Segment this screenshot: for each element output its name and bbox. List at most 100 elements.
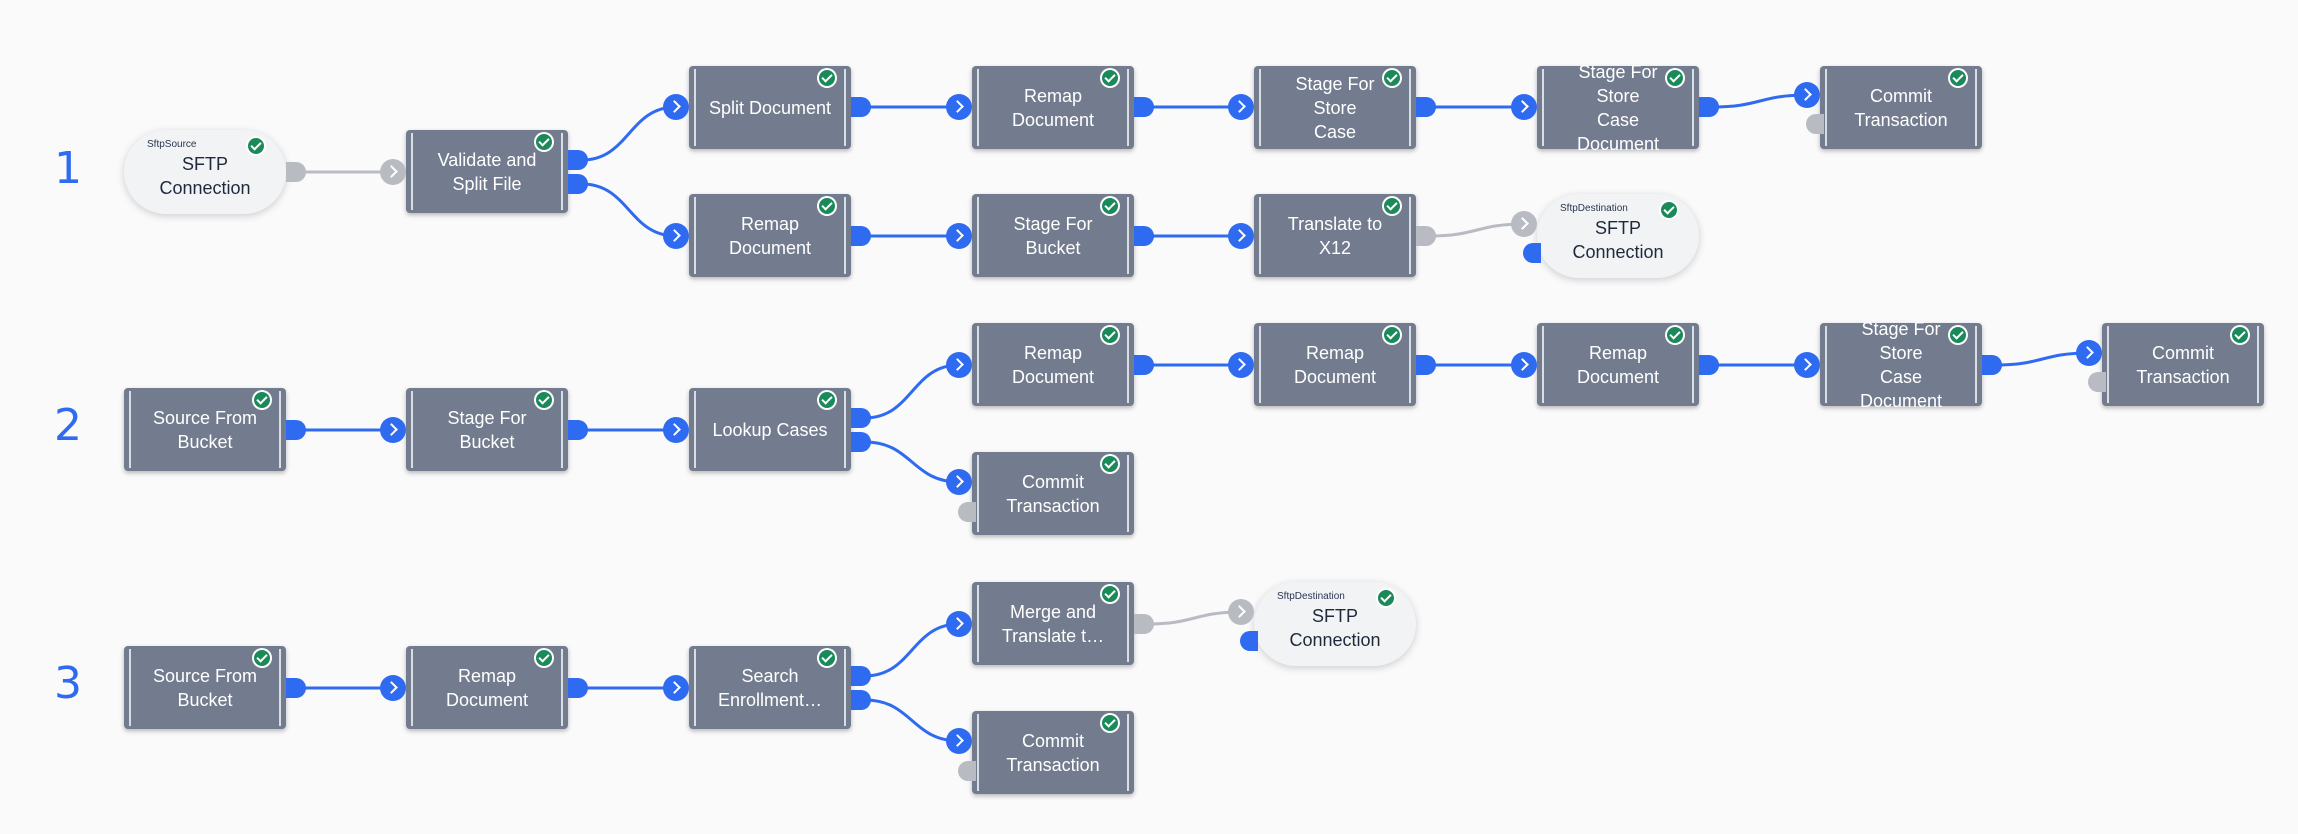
- chevron-right-icon[interactable]: [1511, 211, 1537, 237]
- node-label: Source From Bucket: [152, 407, 258, 452]
- chevron-right-icon[interactable]: [1794, 352, 1820, 378]
- node-remap-document[interactable]: Remap Document: [406, 646, 568, 729]
- node-commit-transaction[interactable]: Commit Transaction: [972, 711, 1134, 794]
- node-label: Remap Document: [728, 213, 812, 258]
- connection-line: [1712, 93, 1808, 109]
- check-circle-icon: [1661, 202, 1677, 218]
- node-stage-for-bucket[interactable]: Stage For Bucket: [406, 388, 568, 471]
- chevron-right-icon[interactable]: [663, 675, 689, 701]
- output-port[interactable]: [286, 162, 306, 182]
- output-port[interactable]: [1416, 355, 1436, 375]
- check-circle-icon: [1102, 70, 1118, 86]
- sftp-destination-connection[interactable]: SftpDestination SFTP Connection: [1537, 194, 1699, 278]
- chevron-right-icon[interactable]: [1511, 352, 1537, 378]
- output-port[interactable]: [1134, 355, 1154, 375]
- output-port[interactable]: [1134, 97, 1154, 117]
- output-port[interactable]: [1982, 355, 2002, 375]
- output-port[interactable]: [568, 420, 588, 440]
- output-port[interactable]: [1699, 355, 1719, 375]
- chevron-right-icon[interactable]: [663, 417, 689, 443]
- chevron-right-icon[interactable]: [380, 417, 406, 443]
- node-label: Remap Document: [1011, 342, 1095, 387]
- node-remap-document[interactable]: Remap Document: [972, 323, 1134, 406]
- chevron-right-icon[interactable]: [946, 223, 972, 249]
- connector-type-label: SftpSource: [147, 139, 197, 150]
- check-circle-icon: [1102, 327, 1118, 343]
- output-port[interactable]: [1699, 97, 1719, 117]
- output-port[interactable]: [286, 420, 306, 440]
- node-label: Stage For Store Case: [1295, 73, 1375, 142]
- node-merge-and-translate[interactable]: Merge and Translate t…: [972, 582, 1134, 665]
- node-search-enrollment[interactable]: Search Enrollment…: [689, 646, 851, 729]
- chevron-right-icon[interactable]: [946, 611, 972, 637]
- node-translate-to-x12[interactable]: Translate to X12: [1254, 194, 1416, 277]
- node-source-from-bucket[interactable]: Source From Bucket: [124, 646, 286, 729]
- node-stage-for-store-case-document[interactable]: Stage For Store Case Document: [1537, 62, 1699, 154]
- output-port[interactable]: [851, 666, 871, 686]
- output-port[interactable]: [851, 432, 871, 452]
- output-port[interactable]: [851, 408, 871, 428]
- node-stage-for-bucket[interactable]: Stage For Bucket: [972, 194, 1134, 277]
- node-commit-transaction[interactable]: Commit Transaction: [972, 452, 1134, 535]
- output-port[interactable]: [1134, 226, 1154, 246]
- chevron-right-icon[interactable]: [1228, 223, 1254, 249]
- node-remap-document[interactable]: Remap Document: [972, 66, 1134, 149]
- chevron-right-icon[interactable]: [946, 352, 972, 378]
- chevron-right-icon[interactable]: [380, 159, 406, 185]
- output-port[interactable]: [286, 678, 306, 698]
- check-circle-icon: [1950, 327, 1966, 343]
- output-port[interactable]: [568, 150, 588, 170]
- output-port[interactable]: [1523, 243, 1541, 263]
- node-validate-and-split-file[interactable]: Validate and Split File: [406, 130, 568, 213]
- check-circle-icon: [819, 650, 835, 666]
- chevron-right-icon[interactable]: [380, 675, 406, 701]
- node-label: SFTP Connection: [1572, 218, 1664, 262]
- output-port[interactable]: [851, 97, 871, 117]
- output-port[interactable]: [958, 502, 976, 522]
- node-label: SFTP Connection: [1289, 606, 1381, 650]
- node-remap-document[interactable]: Remap Document: [1254, 323, 1416, 406]
- chevron-right-icon[interactable]: [2076, 340, 2102, 366]
- chevron-right-icon[interactable]: [1228, 599, 1254, 625]
- chevron-right-icon[interactable]: [663, 94, 689, 120]
- node-remap-document[interactable]: Remap Document: [689, 194, 851, 277]
- node-label: Search Enrollment…: [717, 665, 823, 710]
- node-remap-document[interactable]: Remap Document: [1537, 323, 1699, 406]
- node-commit-transaction[interactable]: Commit Transaction: [1820, 66, 1982, 149]
- node-lookup-cases[interactable]: Lookup Cases: [689, 388, 851, 471]
- chevron-right-icon[interactable]: [946, 728, 972, 754]
- node-commit-transaction[interactable]: Commit Transaction: [2102, 323, 2264, 406]
- node-stage-for-store-case-document[interactable]: Stage For Store Case Document: [1820, 319, 1982, 411]
- check-circle-icon: [254, 392, 270, 408]
- output-port[interactable]: [1416, 97, 1436, 117]
- chevron-right-icon[interactable]: [663, 223, 689, 249]
- chevron-right-icon[interactable]: [1228, 94, 1254, 120]
- node-stage-for-store-case[interactable]: Stage For Store Case: [1254, 66, 1416, 149]
- sftp-source-connection[interactable]: SftpSource SFTP Connection: [124, 130, 286, 214]
- output-port[interactable]: [2088, 372, 2106, 392]
- chevron-right-icon[interactable]: [1511, 94, 1537, 120]
- chevron-right-icon[interactable]: [1228, 352, 1254, 378]
- output-port[interactable]: [958, 761, 976, 781]
- connection-line: [864, 440, 960, 484]
- check-circle-icon: [819, 392, 835, 408]
- check-circle-icon: [2232, 327, 2248, 343]
- chevron-right-icon[interactable]: [1794, 82, 1820, 108]
- chevron-right-icon[interactable]: [946, 94, 972, 120]
- check-circle-icon: [1378, 590, 1394, 606]
- output-port[interactable]: [851, 226, 871, 246]
- output-port[interactable]: [568, 678, 588, 698]
- node-label: Commit Transaction: [1006, 730, 1100, 775]
- output-port[interactable]: [1806, 114, 1824, 134]
- output-port[interactable]: [1240, 631, 1258, 651]
- output-port[interactable]: [1134, 614, 1154, 634]
- node-source-from-bucket[interactable]: Source From Bucket: [124, 388, 286, 471]
- output-port[interactable]: [568, 174, 588, 194]
- output-port[interactable]: [851, 690, 871, 710]
- sftp-destination-connection[interactable]: SftpDestination SFTP Connection: [1254, 582, 1416, 666]
- check-circle-icon: [248, 138, 264, 154]
- output-port[interactable]: [1416, 226, 1436, 246]
- chevron-right-icon[interactable]: [946, 469, 972, 495]
- node-split-document[interactable]: Split Document: [689, 66, 851, 149]
- node-label: Validate and Split File: [437, 149, 537, 194]
